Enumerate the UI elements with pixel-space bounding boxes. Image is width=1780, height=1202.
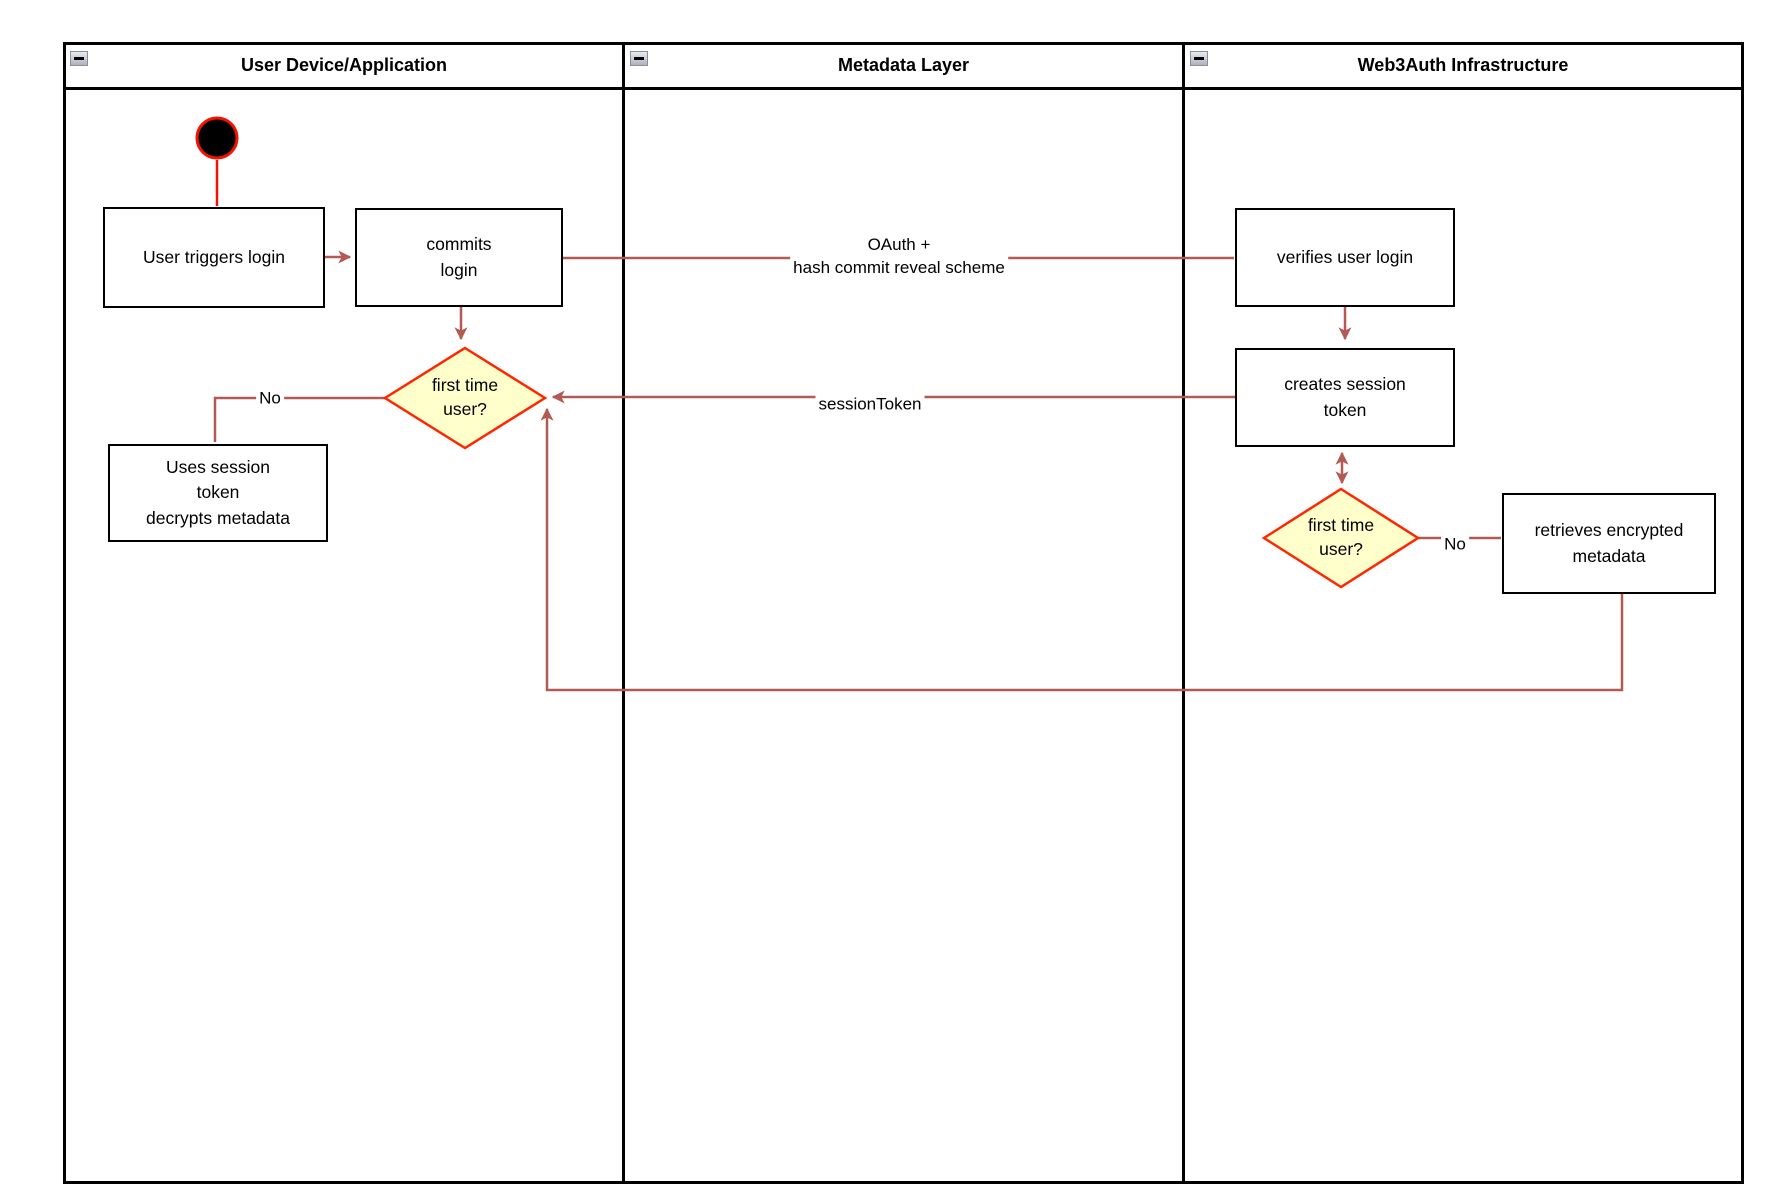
minus-icon — [634, 57, 644, 60]
action-uses-session-token[interactable]: Uses session token decrypts metadata — [108, 444, 328, 542]
minus-icon — [74, 57, 84, 60]
edge-label-no-left: No — [256, 387, 284, 411]
minus-icon — [1194, 57, 1204, 60]
lane-header-separator — [63, 87, 1744, 90]
pool-frame — [63, 42, 1744, 1184]
edge-label-session-token: sessionToken — [815, 393, 925, 417]
start-node[interactable] — [195, 116, 239, 160]
lane-divider-2 — [1182, 42, 1185, 1184]
collapse-lane-icon[interactable] — [70, 51, 88, 66]
edge-decision-no-to-uses-session — [213, 396, 385, 442]
lane-title-web3auth: Web3Auth Infrastructure — [1357, 54, 1569, 75]
action-commits-login[interactable]: commits login — [355, 208, 563, 307]
edge-label-no-right: No — [1441, 533, 1469, 557]
collapse-lane-icon[interactable] — [1190, 51, 1208, 66]
edge-metadata-loop — [540, 407, 1624, 692]
action-user-triggers-login[interactable]: User triggers login — [103, 207, 325, 308]
lane-divider-1 — [622, 42, 625, 1184]
edge-label-oauth: OAuth + hash commit reveal scheme — [790, 234, 1008, 280]
collapse-lane-icon[interactable] — [630, 51, 648, 66]
decision-first-time-user-left[interactable] — [382, 346, 548, 450]
lane-title-user-device: User Device/Application — [240, 54, 448, 75]
action-verifies-user-login[interactable]: verifies user login — [1235, 208, 1455, 307]
action-retrieves-encrypted-metadata[interactable]: retrieves encrypted metadata — [1502, 493, 1716, 594]
decision-first-time-user-right[interactable] — [1261, 487, 1421, 589]
action-creates-session-token[interactable]: creates session token — [1235, 348, 1455, 447]
lane-title-metadata-layer: Metadata Layer — [837, 54, 970, 75]
